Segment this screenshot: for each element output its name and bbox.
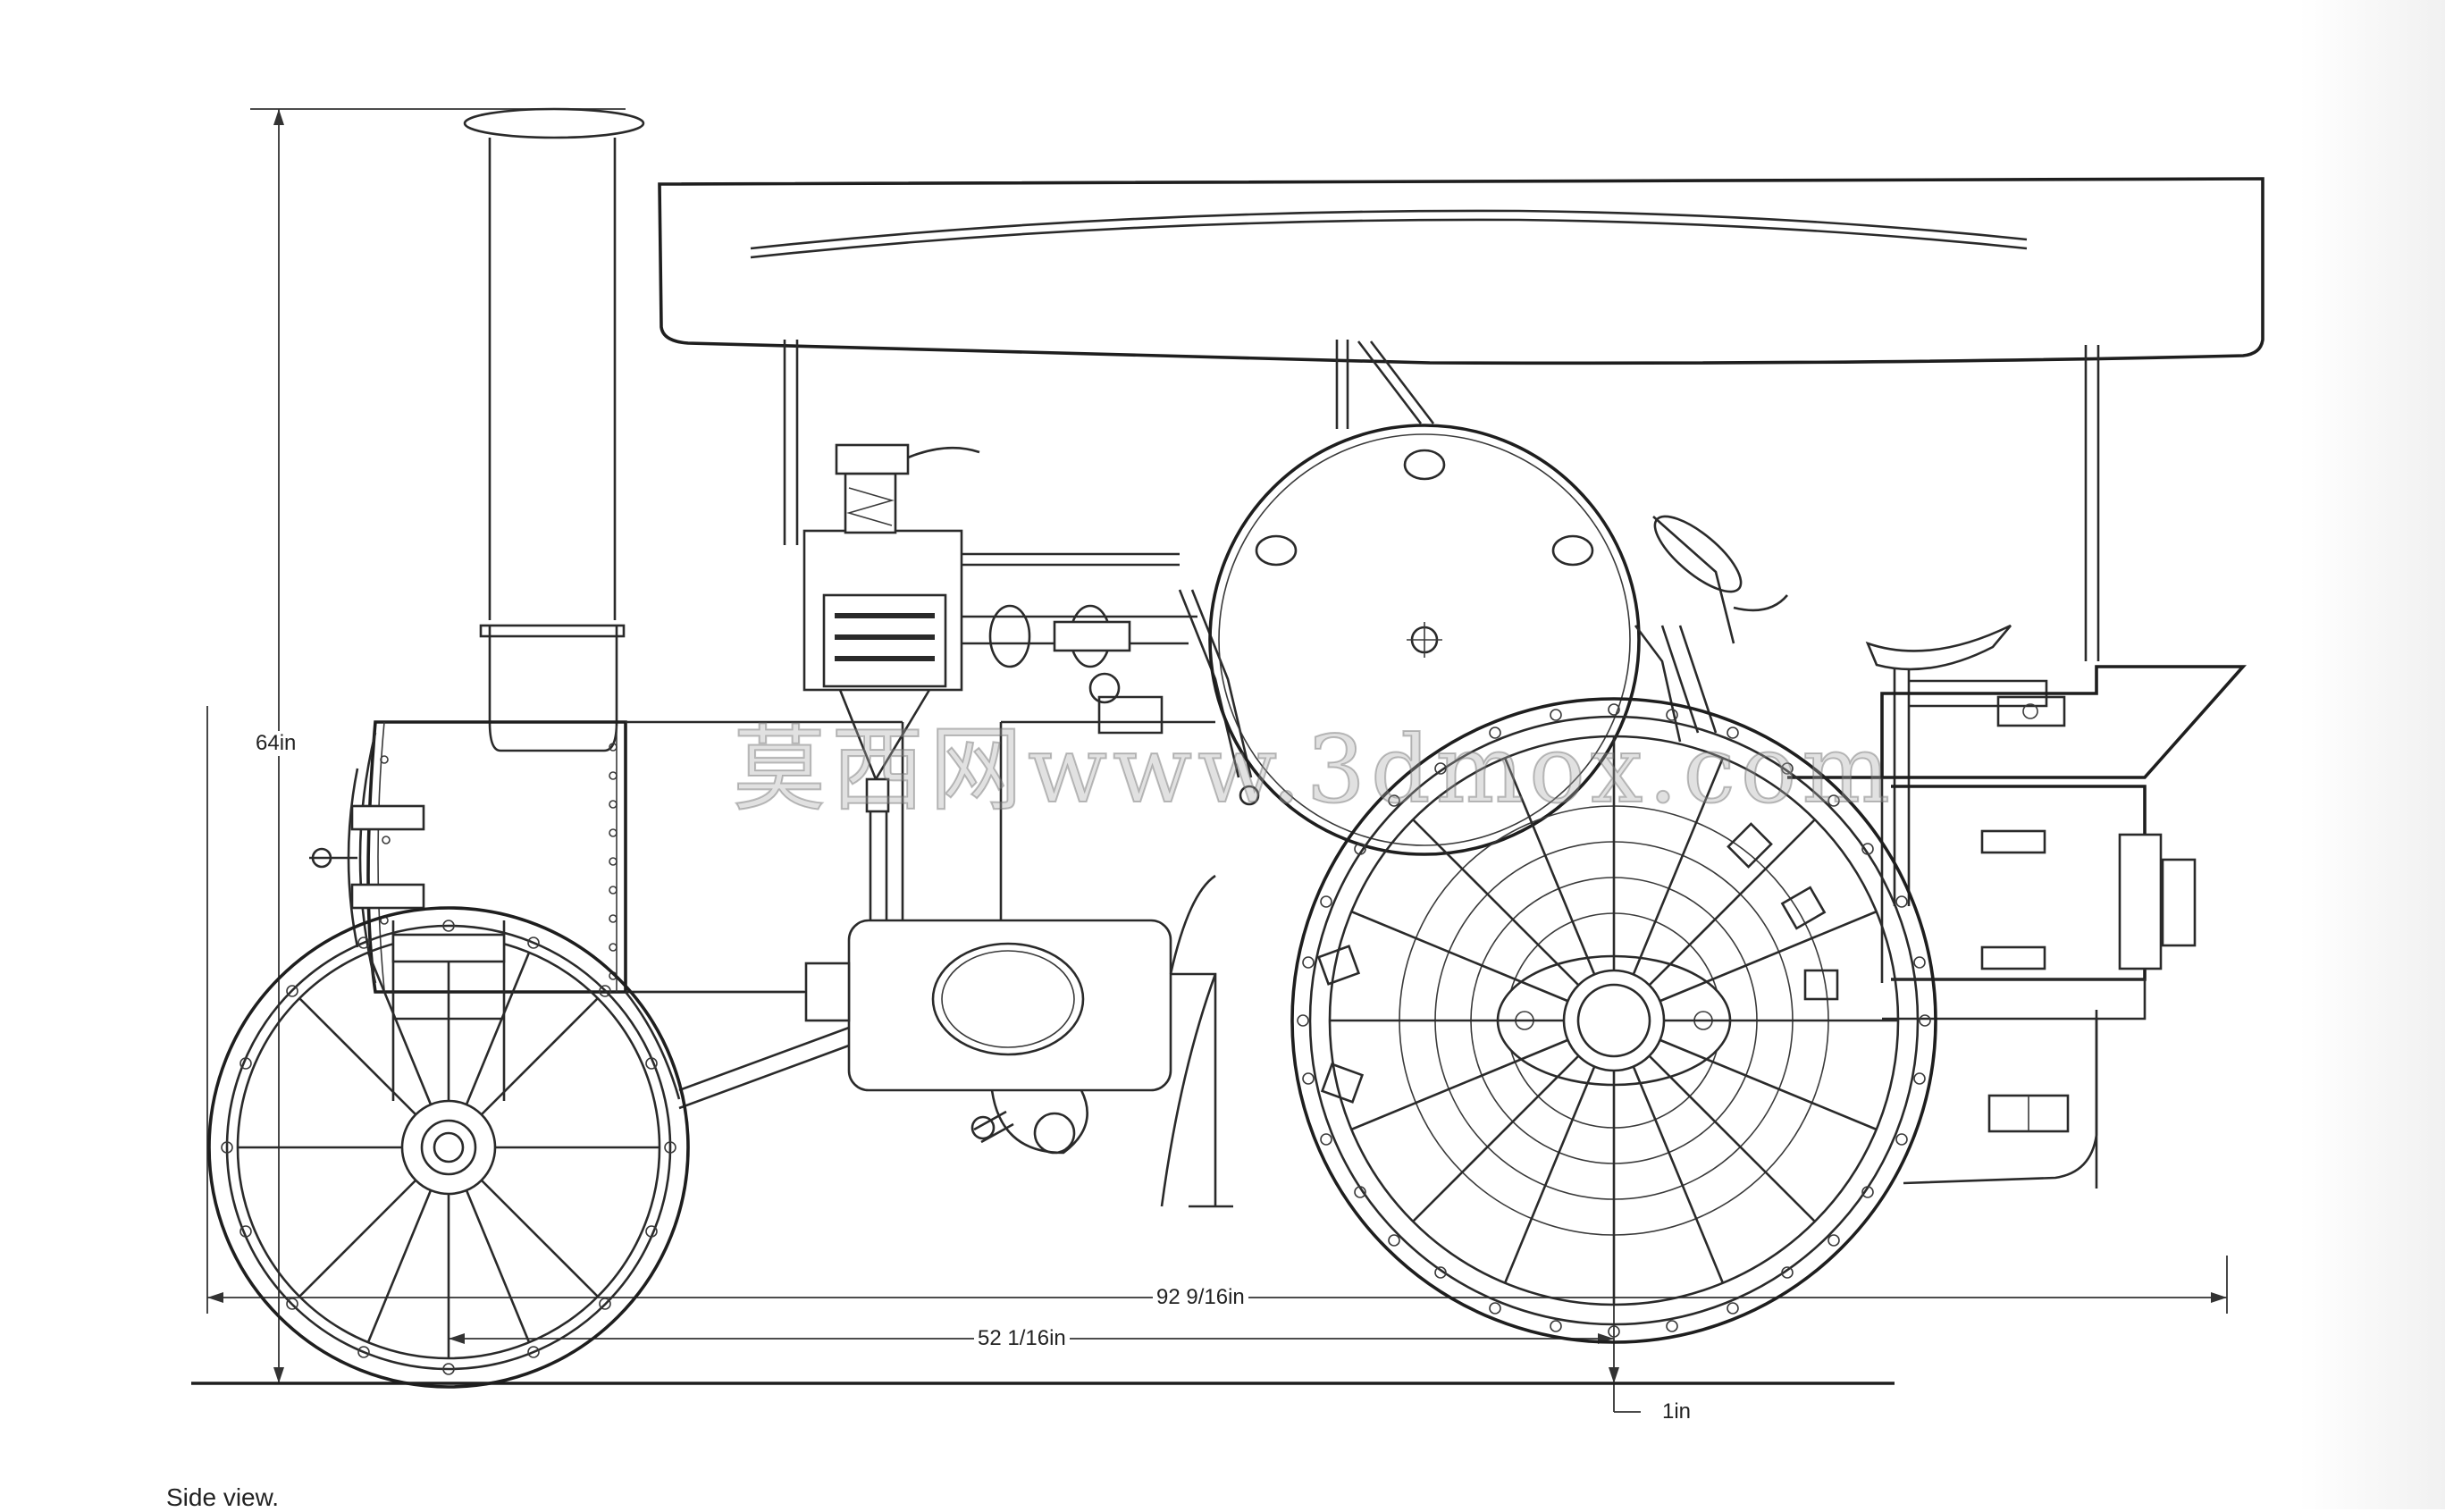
dimension-wheelbase-label: 52 1/16in [974, 1326, 1070, 1351]
dimension-clearance-label: 1in [1659, 1399, 1695, 1424]
flywheel [1208, 424, 1641, 856]
figure-caption: Side view. [166, 1483, 280, 1511]
front-wheel [207, 906, 690, 1389]
chimney [463, 107, 645, 752]
firebox-body [624, 874, 1233, 1208]
watermark-text: 莫西网www.3dmox.com [732, 714, 1895, 825]
canopy-roof [658, 177, 2264, 661]
rear-tender [1787, 665, 2248, 1189]
dimension-height-label: 64in [252, 731, 300, 756]
cylinder-block [802, 443, 1260, 929]
rear-wheel [1290, 697, 1937, 1344]
water-tank [804, 919, 1172, 1155]
dimension-overall-length-label: 92 9/16in [1153, 1285, 1248, 1310]
steering-controls [1634, 515, 2048, 906]
page-edge-shade [2298, 0, 2445, 1509]
